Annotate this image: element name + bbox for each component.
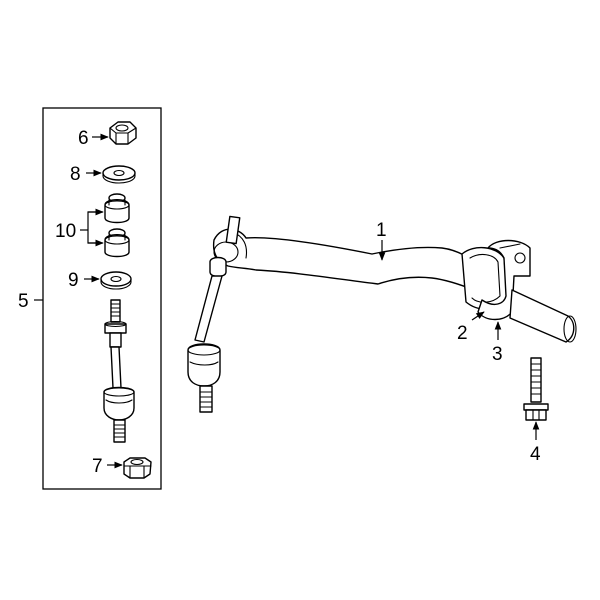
callout-3: 3 (492, 344, 503, 365)
bushing-lower-part (104, 228, 130, 258)
bracket-bolt-part (523, 357, 549, 421)
bushing-upper-part (104, 193, 130, 224)
link-kit-box (42, 107, 162, 490)
callout-10-bracket (87, 211, 98, 244)
callout-2: 2 (457, 323, 468, 344)
sway-bar-part (212, 228, 479, 291)
installed-link-part (187, 215, 241, 413)
callout-9: 9 (68, 270, 79, 291)
callout-8: 8 (70, 164, 81, 185)
bar-bushing-part (461, 247, 509, 310)
washer-lower-part (100, 271, 132, 290)
callout-1: 1 (376, 220, 387, 241)
flange-nut-part (123, 457, 152, 479)
callout-5: 5 (18, 291, 29, 312)
stabilizer-link-part (103, 299, 135, 443)
washer-upper-part (102, 165, 136, 184)
callout-6: 6 (78, 128, 89, 149)
callout-7: 7 (92, 456, 103, 477)
hex-nut-part (109, 121, 137, 145)
frame-member-part (509, 289, 577, 343)
callout-4: 4 (530, 444, 541, 465)
callout-2-leader (471, 311, 485, 321)
callout-10: 10 (55, 221, 76, 242)
